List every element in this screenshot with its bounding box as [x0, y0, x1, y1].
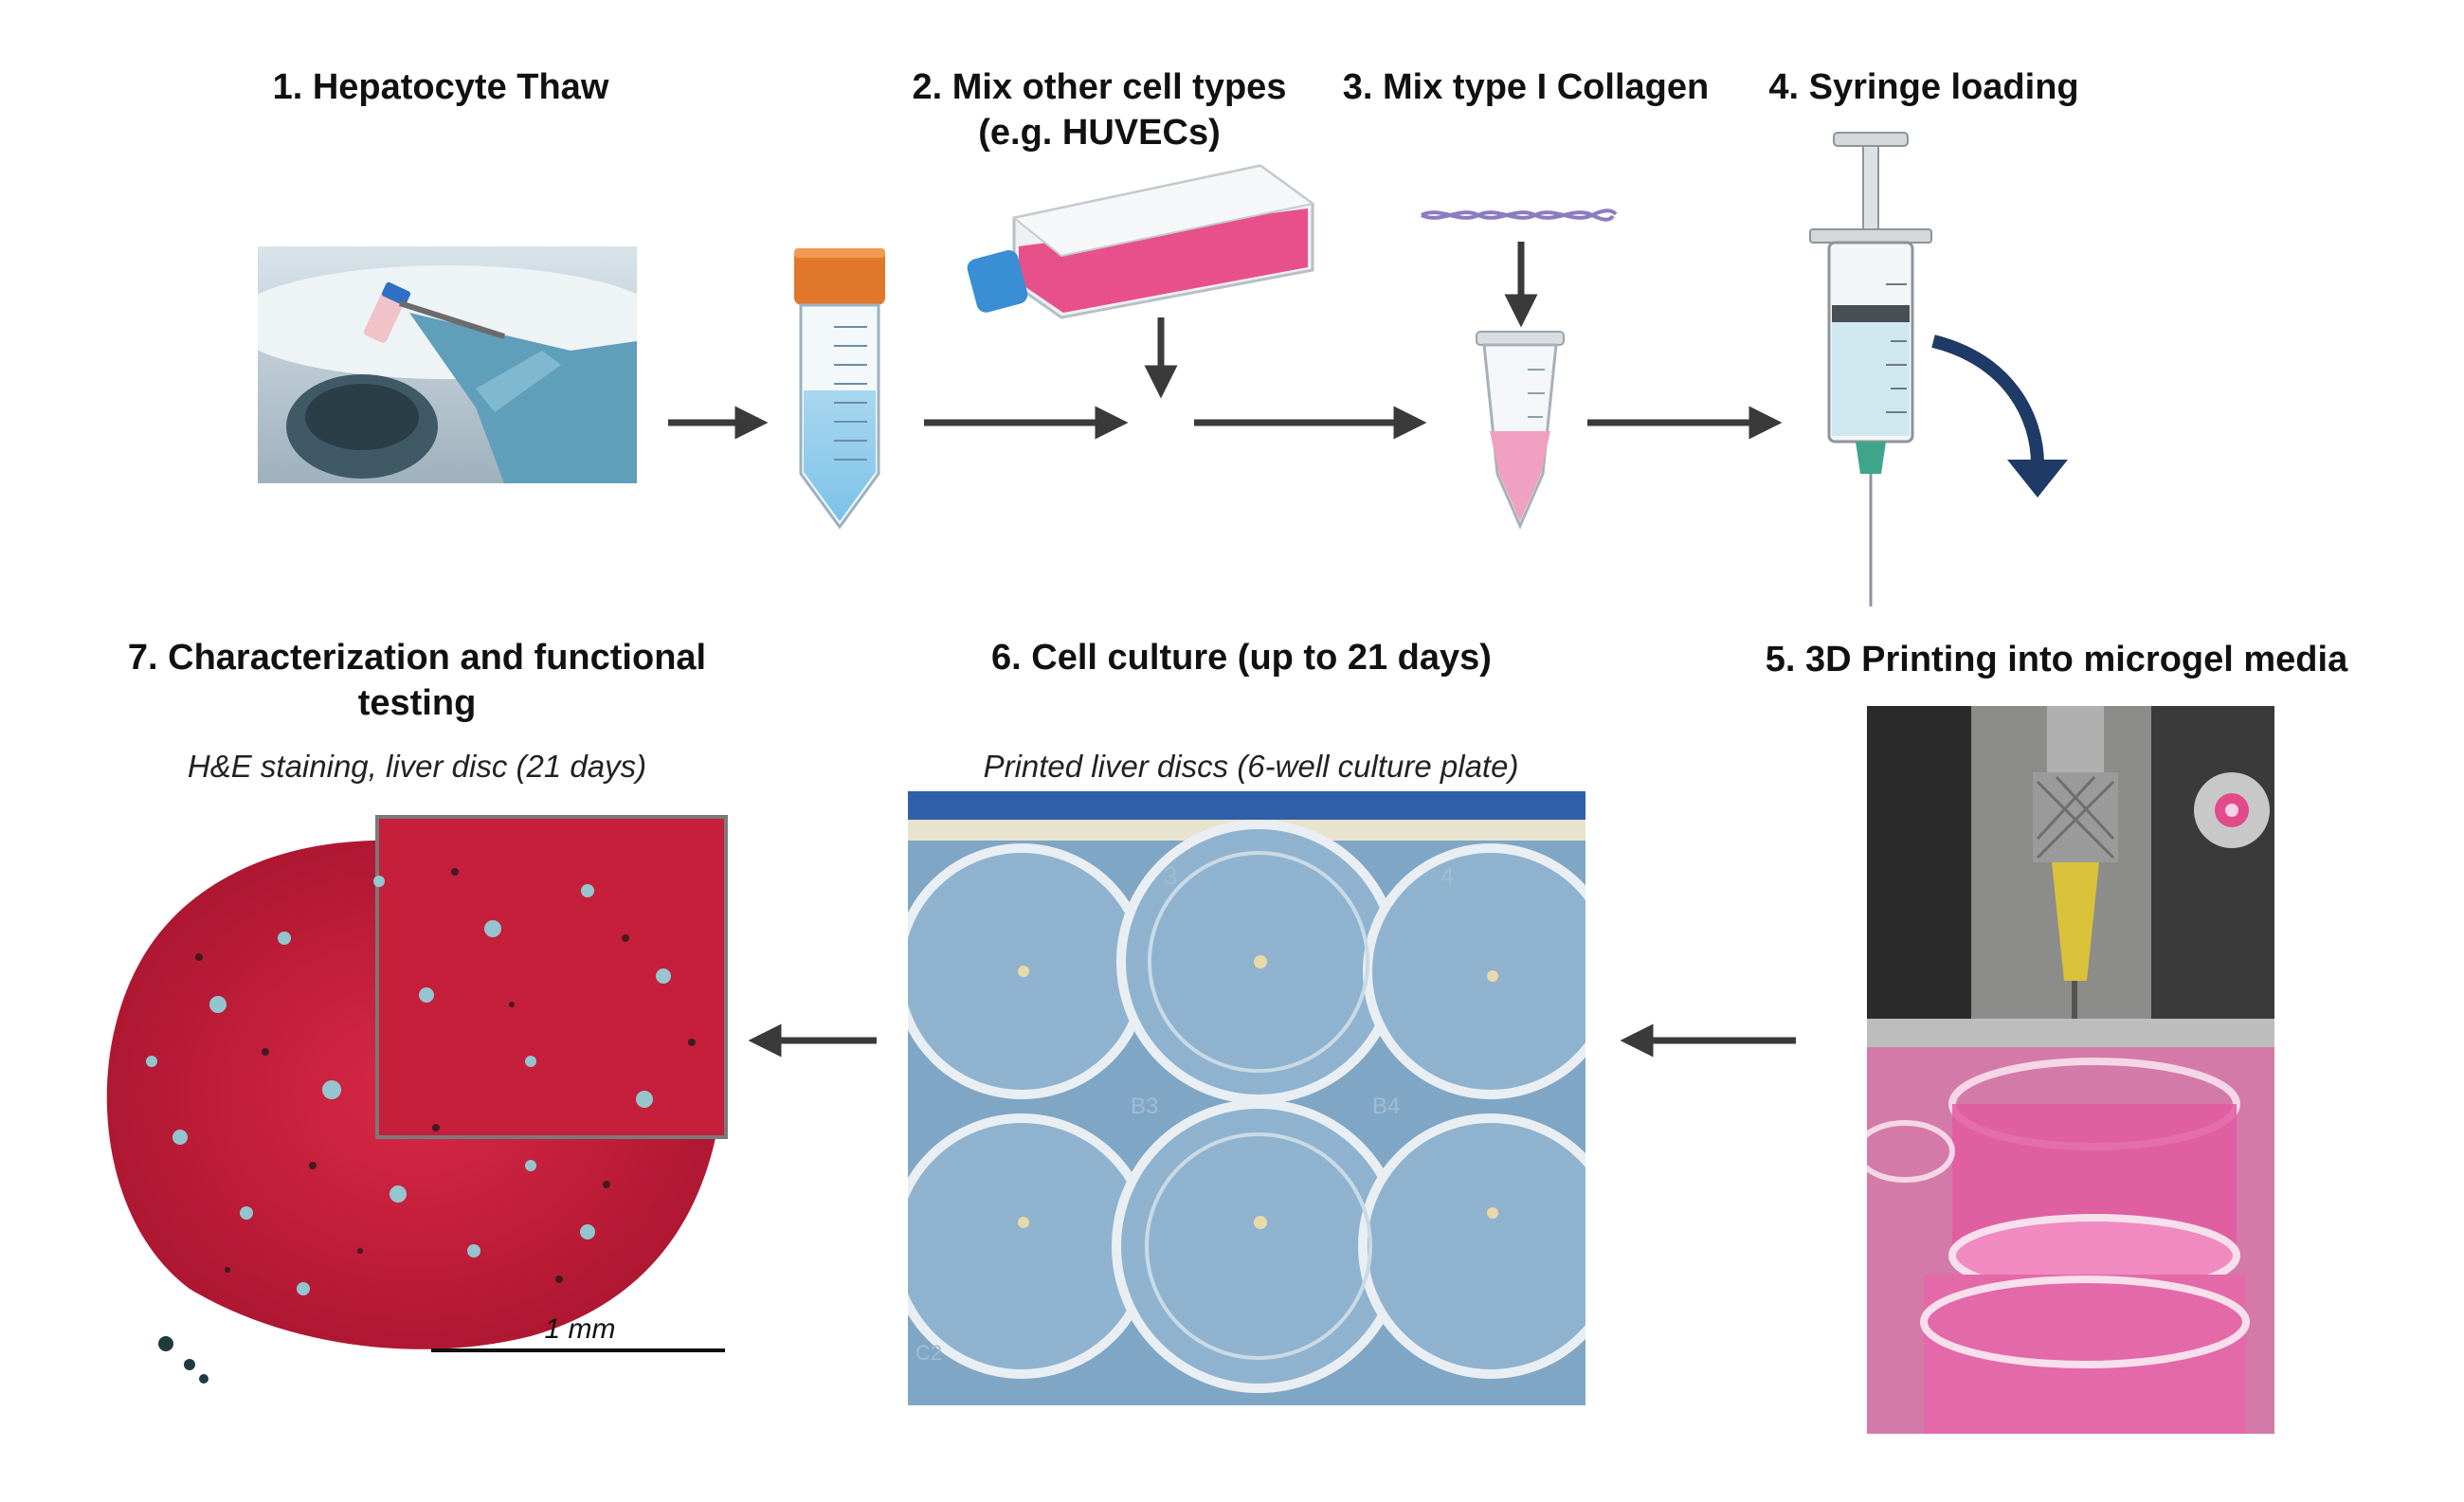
collagen-fiber-icon [1421, 208, 1618, 222]
3d-printing-photo [1867, 706, 2274, 1434]
well-label: 3 [1164, 861, 1177, 890]
microtube-icon [1476, 331, 1565, 530]
conical-tube-icon [794, 248, 885, 530]
culture-flask-icon [967, 164, 1315, 319]
step7-label-line2: testing [357, 683, 477, 723]
step1-label: 1. Hepatocyte Thaw [272, 67, 609, 107]
he-tissue-disc: 1 mm [106, 815, 728, 1384]
step3-label: 3. Mix type I Collagen [1342, 67, 1710, 107]
well-label: B3 [1131, 1094, 1158, 1119]
well-label: 4 [1440, 861, 1454, 890]
well-plate-photo: 3 4 B3 B4 C2 [908, 791, 1585, 1405]
he-staining-caption: H&E staining, liver disc (21 days) [187, 749, 647, 784]
hepatocyte-thaw-photo [258, 246, 637, 483]
step2-label-line2: (e.g. HUVECs) [978, 113, 1221, 153]
plate-caption: Printed liver discs (6-well culture plat… [983, 749, 1519, 784]
scale-bar-label: 1 mm [545, 1313, 616, 1345]
step2-label-line1: 2. Mix other cell types [912, 67, 1287, 107]
curved-arrow [1931, 335, 2068, 498]
step6-label: 6. Cell culture (up to 21 days) [991, 638, 1492, 678]
well-label: B4 [1372, 1094, 1400, 1119]
process-arrows [668, 242, 1796, 1058]
syringe-icon [1809, 132, 1932, 606]
well-label: C2 [915, 1341, 942, 1365]
step5-label: 5. 3D Printing into microgel media [1765, 640, 2348, 679]
step7-label-line1: 7. Characterization and functional [127, 638, 707, 678]
step4-label: 4. Syringe loading [1768, 67, 2079, 107]
